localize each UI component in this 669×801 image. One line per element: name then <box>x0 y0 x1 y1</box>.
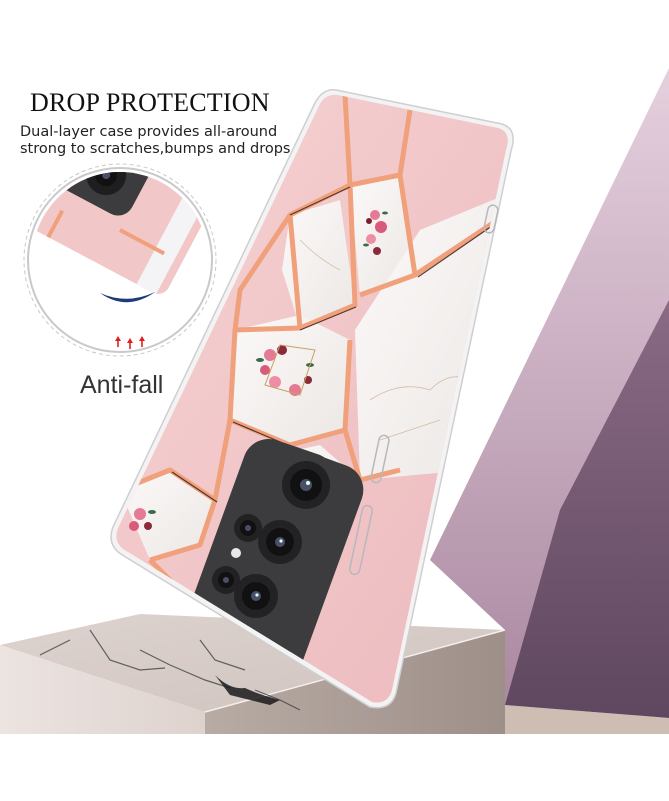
flash-icon <box>231 548 241 558</box>
marble-tile <box>120 470 215 560</box>
headline: DROP PROTECTION <box>30 88 270 117</box>
description: Dual-layer case provides all-around stro… <box>20 124 300 158</box>
background-wall <box>430 68 669 734</box>
side-button <box>483 204 499 234</box>
camera-closeup-icon <box>32 172 208 295</box>
anti-fall-inset <box>23 163 217 357</box>
side-button <box>370 434 390 484</box>
marble-tile <box>282 200 355 328</box>
description-line-2: strong to scratches,bumps and drops <box>20 141 291 157</box>
floral-decoration <box>129 210 388 531</box>
marble-tile <box>230 315 350 445</box>
camera-lens <box>212 566 240 594</box>
up-arrows-icon <box>115 336 145 349</box>
side-button <box>349 504 373 576</box>
camera-lens <box>234 574 278 618</box>
camera-lens <box>282 461 330 509</box>
shock-absorb-arc-icon <box>100 292 155 303</box>
description-line-1: Dual-layer case provides all-around <box>20 124 278 140</box>
camera-lens <box>258 520 302 564</box>
anti-fall-label: Anti-fall <box>80 371 164 399</box>
camera-lens <box>234 514 262 542</box>
